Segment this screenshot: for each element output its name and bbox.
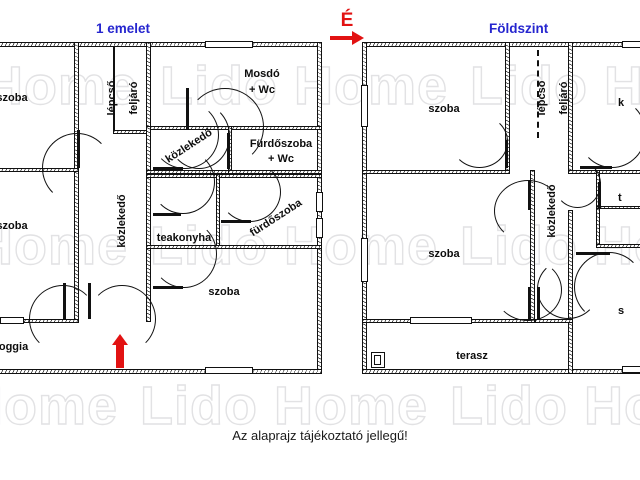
ground-floor-title: Földszint — [489, 21, 549, 36]
wall-mosdo-left — [146, 42, 151, 134]
room-label-mosdo: Mosdó — [244, 68, 280, 80]
room-label-lepcso: lépcső — [536, 80, 548, 116]
window — [622, 366, 640, 373]
window — [361, 85, 368, 127]
room-label-clipped-k: k — [618, 97, 625, 109]
room-label-feljaro: feljáró — [558, 81, 570, 115]
room-label-clipped-t: t — [618, 192, 622, 204]
wall-corridor-bottom — [535, 319, 573, 323]
disclaimer-note: Az alaprajz tájékoztató jellegű! — [232, 428, 408, 443]
room-label-szoba: szoba — [0, 92, 28, 104]
north-arrow-icon — [330, 31, 364, 45]
room-label-furdoszoba: Fürdőszoba — [249, 138, 313, 150]
room-label-szoba: szoba — [208, 286, 240, 298]
wall-szoba-bottom — [362, 170, 510, 174]
room-label-terasz: terasz — [456, 350, 488, 362]
wall-terasz-right — [568, 322, 573, 374]
wall-exterior-top — [0, 42, 322, 47]
window — [0, 317, 24, 324]
window — [205, 41, 253, 48]
north-marker: É — [330, 10, 364, 45]
wall-right-middle-bottom — [596, 244, 640, 248]
entry-arrow-icon — [112, 334, 128, 368]
first-floor-title: 1 emelet — [96, 21, 151, 36]
window — [410, 317, 472, 324]
wall-teakonyha-bottom — [146, 245, 322, 249]
wall-exterior-top — [362, 42, 640, 47]
north-letter: É — [340, 10, 354, 31]
wall-exterior-bottom — [362, 369, 640, 374]
room-label-loggia: loggia — [0, 341, 29, 353]
window — [316, 192, 323, 212]
window — [361, 238, 368, 282]
room-label-feljaro: feljáró — [128, 81, 140, 115]
room-label-szoba: szoba — [428, 248, 460, 260]
room-label-furdoszoba-wc: + Wc — [268, 153, 294, 165]
window — [205, 367, 253, 374]
room-label-mosdo-wc: + Wc — [249, 84, 275, 96]
room-label-szoba: szoba — [428, 103, 460, 115]
wall-right-middle-split — [596, 206, 640, 209]
room-label-clipped-s: s — [618, 305, 625, 317]
wall-exterior-bottom — [0, 369, 322, 374]
stair-divider — [113, 47, 115, 134]
room-label-kozlekedo: közlekedő — [116, 194, 128, 248]
room-label-teakonyha: teakonyha — [156, 232, 212, 244]
terasz-fixture-inner — [374, 355, 381, 365]
stair-steps — [537, 50, 539, 138]
room-label-kozlekedo: közlekedő — [546, 184, 558, 238]
window — [316, 218, 323, 238]
window — [622, 41, 640, 48]
room-label-szoba: szoba — [0, 220, 28, 232]
room-label-lepcso: lépcső — [106, 80, 118, 116]
